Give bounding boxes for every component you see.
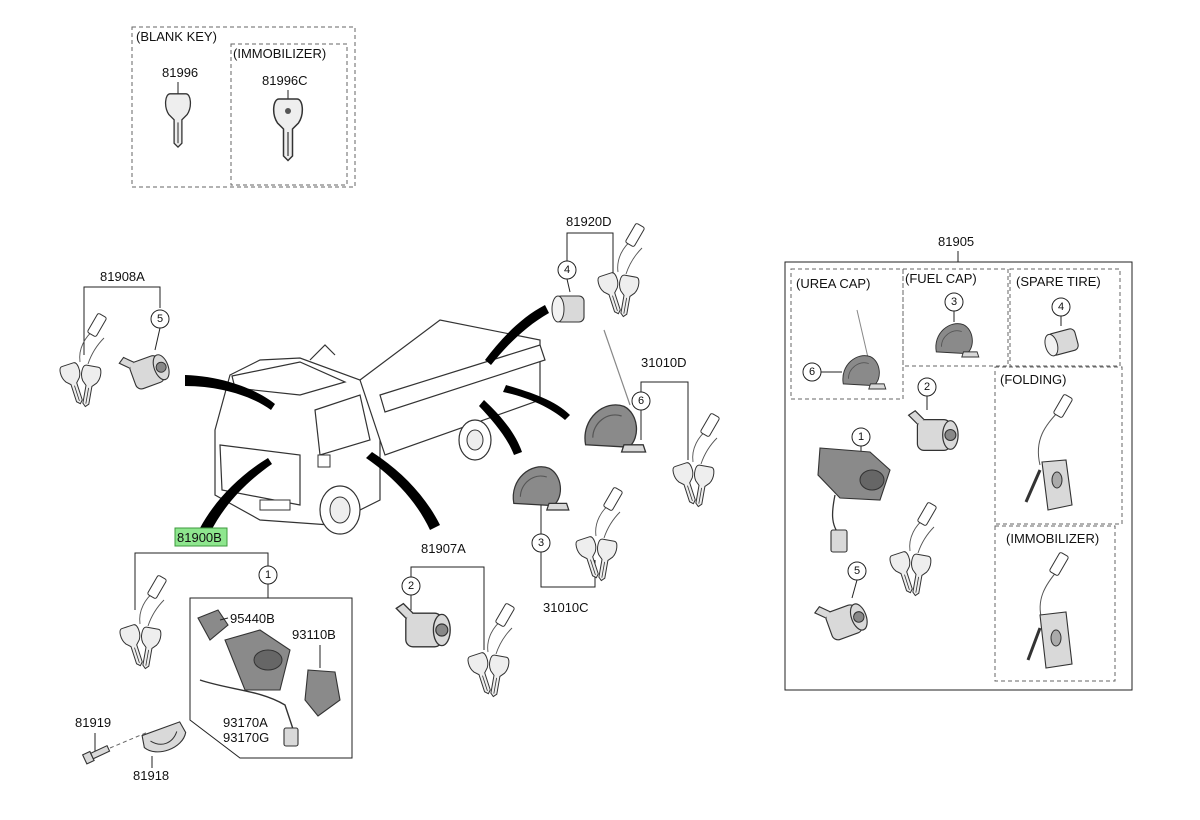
folding-box bbox=[994, 366, 1123, 525]
part-81919-label: 81919 bbox=[75, 715, 111, 730]
ignition-assembly-box bbox=[189, 597, 353, 759]
urea-cap-title: (UREA CAP) bbox=[796, 276, 870, 291]
keyset-icon bbox=[119, 575, 167, 670]
folding-title: (FOLDING) bbox=[1000, 372, 1066, 387]
immobilizer-folding-key-icon bbox=[1026, 552, 1073, 669]
tailgate-cylinder-icon bbox=[395, 602, 451, 648]
part-81900b-label[interactable]: 81900B bbox=[177, 530, 222, 545]
part-93170a-label: 93170A bbox=[223, 715, 268, 730]
immobilizer-title-top: (IMMOBILIZER) bbox=[233, 46, 326, 61]
callout-3: 3 bbox=[538, 537, 544, 549]
part-93110b-label: 93110B bbox=[292, 627, 336, 642]
part-93170g-label: 93170G bbox=[223, 730, 269, 745]
callout-2: 2 bbox=[408, 580, 414, 592]
immobilizer-key-icon bbox=[272, 98, 304, 162]
keyset-icon bbox=[597, 223, 645, 318]
callout-6: 6 bbox=[638, 395, 644, 407]
fuel-cap-box bbox=[902, 268, 1009, 367]
part-31010c-group: 3 31010C bbox=[512, 466, 623, 615]
fuel-cap-icon bbox=[935, 323, 980, 358]
blank-key-box bbox=[131, 26, 356, 188]
part-81905-group: 81905 (UREA CAP) (FUEL CAP) (SPARE TIRE)… bbox=[784, 234, 1133, 691]
callout-1: 1 bbox=[858, 431, 864, 443]
folding-key-icon bbox=[1024, 394, 1073, 511]
keyset-icon bbox=[467, 603, 515, 698]
callout-4: 4 bbox=[564, 264, 570, 276]
callout-3: 3 bbox=[951, 296, 957, 308]
part-31010d-label: 31010D bbox=[641, 355, 687, 370]
spare-tire-box bbox=[1009, 268, 1121, 367]
part-81905-label: 81905 bbox=[938, 234, 974, 249]
ignition-switch-icon bbox=[817, 447, 891, 553]
part-31010d-group: 31010D 6 bbox=[584, 329, 720, 508]
bolt-bracket-group: 81919 81918 bbox=[75, 715, 187, 783]
truck-illustration bbox=[185, 305, 570, 535]
ignition-switch-icon bbox=[197, 609, 341, 747]
part-81908a-label: 81908A bbox=[100, 269, 145, 284]
blank-key-icon bbox=[164, 93, 192, 148]
callout-1: 1 bbox=[265, 569, 271, 581]
blank-key-title: (BLANK KEY) bbox=[136, 29, 217, 44]
part-81920d-label: 81920D bbox=[566, 214, 612, 229]
callout-2: 2 bbox=[924, 381, 930, 393]
part-81920d-group: 81920D 4 bbox=[551, 214, 645, 323]
keyset-icon bbox=[672, 413, 720, 508]
kit-box bbox=[784, 261, 1133, 691]
callout-5: 5 bbox=[854, 565, 860, 577]
spare-tire-cylinder-icon bbox=[551, 295, 585, 323]
bracket-icon bbox=[141, 721, 187, 753]
part-95440b-label: 95440B bbox=[230, 611, 275, 626]
callout-6: 6 bbox=[809, 366, 815, 378]
part-81907a-group: 81907A 2 bbox=[395, 541, 515, 698]
spare-tire-cylinder-icon bbox=[1044, 328, 1079, 357]
blank-key-group: (BLANK KEY) (IMMOBILIZER) 81996 81996C bbox=[131, 26, 356, 188]
part-81907a-label: 81907A bbox=[421, 541, 466, 556]
keyset-icon bbox=[575, 487, 623, 582]
fuel-cap-title: (FUEL CAP) bbox=[905, 271, 977, 286]
part-81908a-group: 81908A 5 bbox=[59, 269, 174, 408]
part-81900b-group: 81900B 1 95440B 93110B 93170A 93170G bbox=[119, 527, 353, 759]
bolt-icon bbox=[81, 744, 111, 765]
callout-4: 4 bbox=[1058, 301, 1064, 313]
part-81996c-label: 81996C bbox=[262, 73, 308, 88]
door-lock-cylinder-icon bbox=[812, 592, 872, 646]
urea-cap-icon bbox=[842, 355, 887, 390]
immobilizer-box-right bbox=[994, 525, 1116, 682]
part-81918-label: 81918 bbox=[133, 768, 169, 783]
spare-tire-title: (SPARE TIRE) bbox=[1016, 274, 1101, 289]
keyset-icon bbox=[889, 502, 937, 597]
door-lock-cylinder-icon bbox=[117, 343, 174, 394]
part-31010c-label: 31010C bbox=[543, 600, 589, 615]
urea-cap-icon bbox=[584, 404, 647, 453]
part-81996-label: 81996 bbox=[162, 65, 198, 80]
keyset-icon bbox=[59, 313, 107, 408]
fuel-cap-icon bbox=[512, 466, 570, 511]
immobilizer-title-right: (IMMOBILIZER) bbox=[1006, 531, 1099, 546]
highlight-81900b[interactable] bbox=[174, 527, 228, 547]
callout-5: 5 bbox=[157, 313, 163, 325]
tailgate-cylinder-icon bbox=[907, 410, 959, 452]
immobilizer-box-top bbox=[230, 43, 348, 186]
